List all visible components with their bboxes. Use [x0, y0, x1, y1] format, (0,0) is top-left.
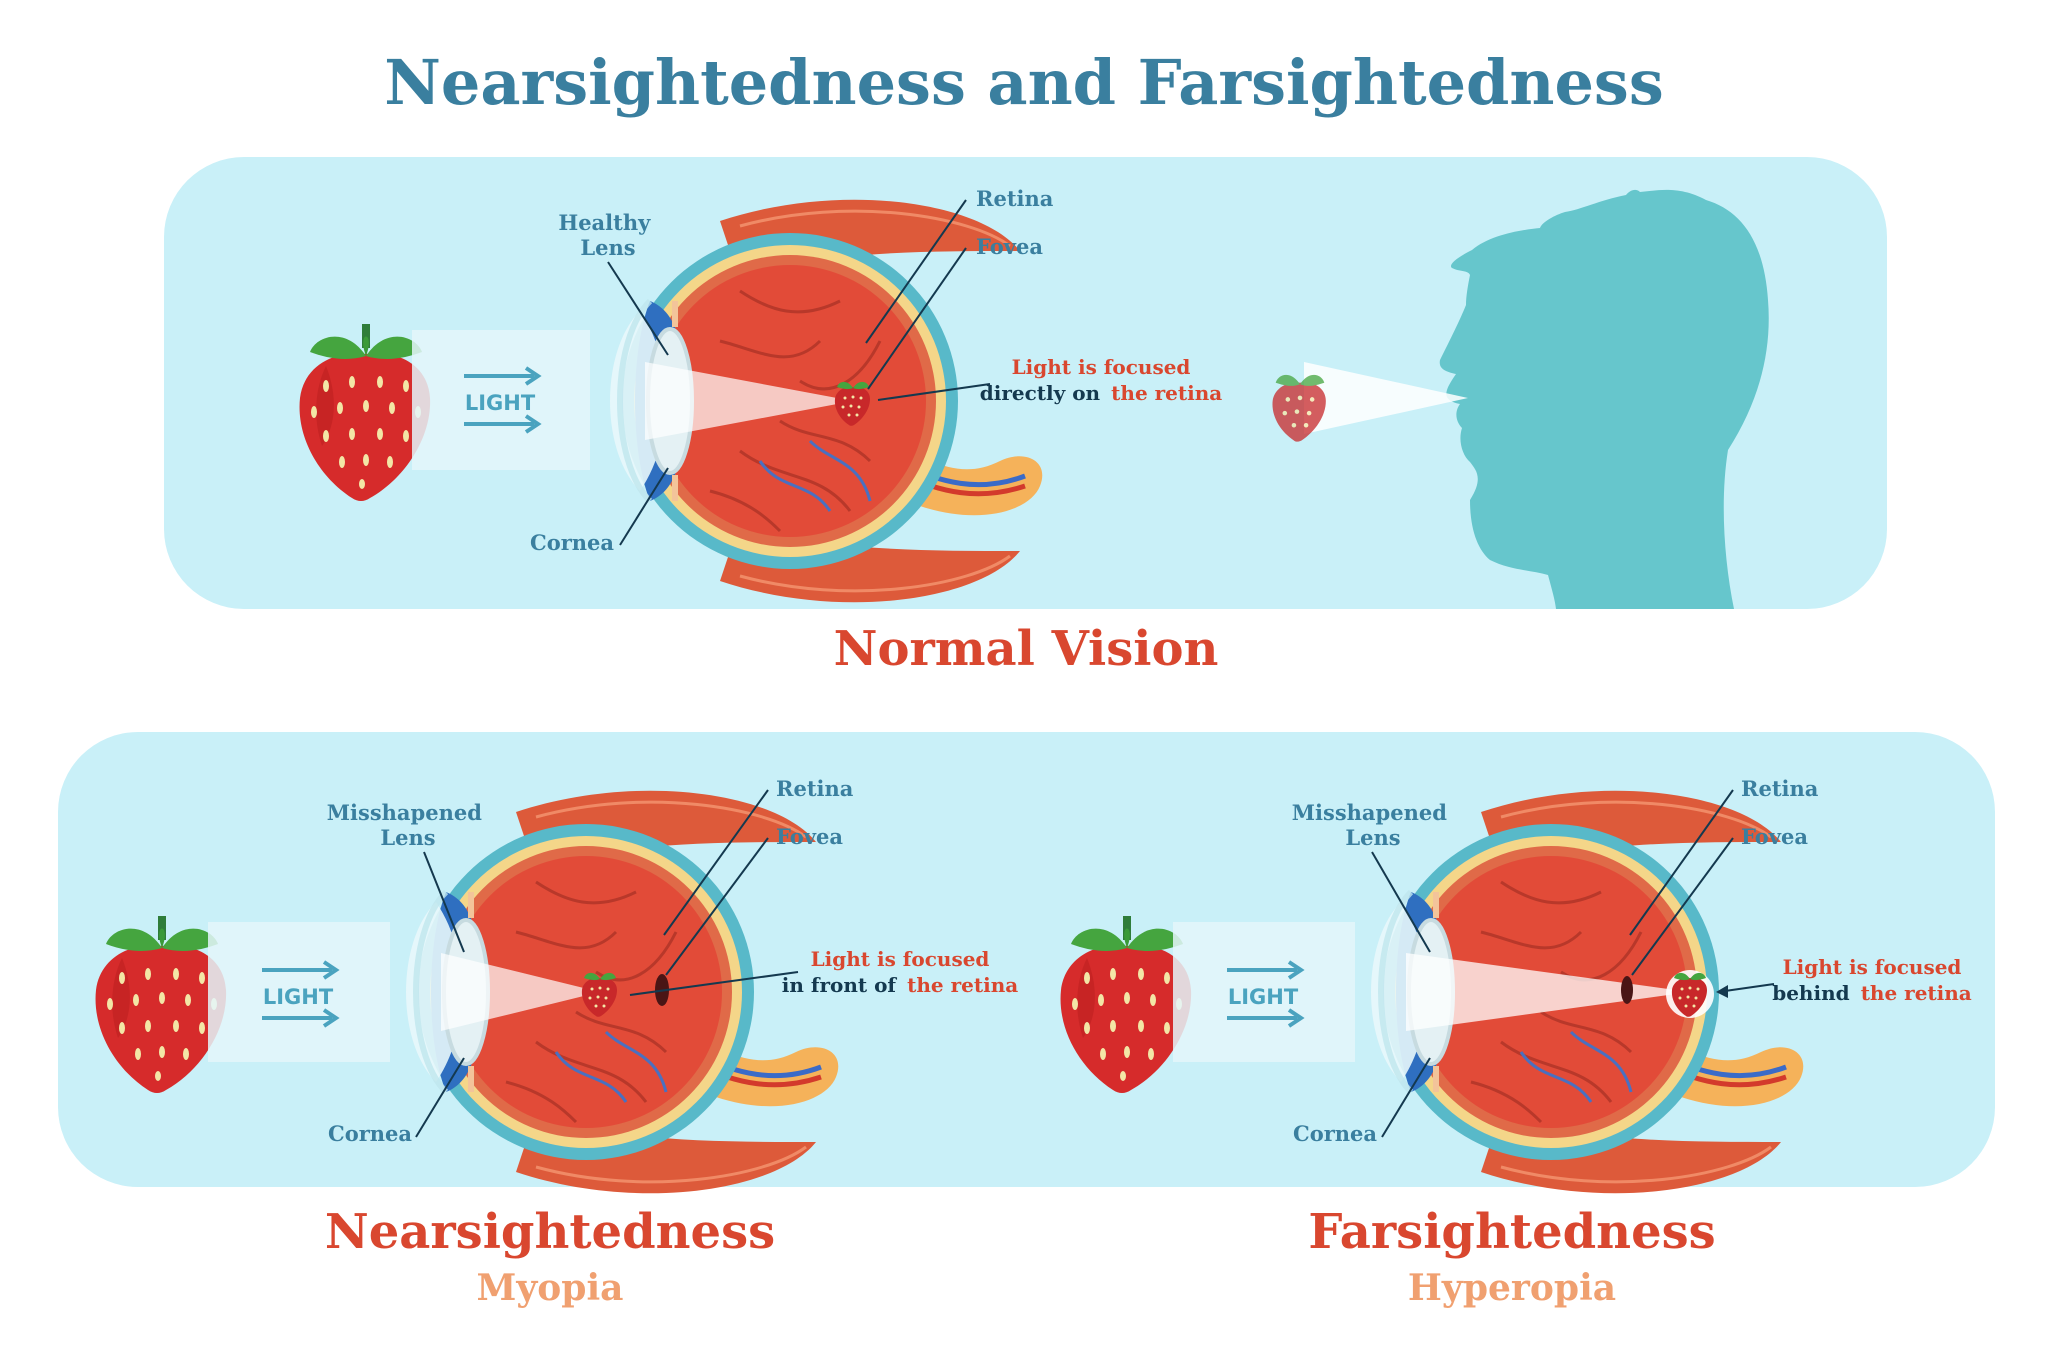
- lens-label-line1: Healthy: [558, 210, 651, 235]
- focus-note-line2: in front of the retina: [782, 973, 1018, 997]
- cornea-label: Cornea: [1293, 1121, 1377, 1146]
- lens-label-line2: Lens: [580, 235, 635, 260]
- light-label: LIGHT: [263, 985, 334, 1009]
- myopia-subheading: Myopia: [477, 1267, 624, 1309]
- focus-note-dark: directly on: [980, 381, 1101, 405]
- focus-note-line2: directly on the retina: [980, 381, 1223, 405]
- sight-cone: [1304, 362, 1468, 434]
- fovea-pointer: [1631, 837, 1734, 976]
- focus-note-dark: behind: [1772, 981, 1849, 1005]
- focus-note-red: the retina: [1111, 381, 1222, 405]
- cornea-label: Cornea: [328, 1121, 412, 1146]
- light-beam: [412, 330, 590, 470]
- lens-label-line1: Misshapened: [327, 800, 482, 825]
- fovea-label: Fovea: [1741, 824, 1808, 849]
- light-label: LIGHT: [465, 391, 536, 415]
- normal-vision-panel: LIGHT Healthy Lens Cornea Retina Fovea L…: [164, 157, 1887, 677]
- retina-label: Retina: [776, 776, 854, 801]
- light-beam: [1173, 922, 1355, 1062]
- myopia-panel: LIGHT Misshapened Lens Cornea Retina Fov…: [95, 776, 1018, 1309]
- hyperopia-subheading: Hyperopia: [1408, 1267, 1616, 1309]
- lens-label-line1: Misshapened: [1292, 800, 1447, 825]
- lens-pointer: [607, 261, 669, 356]
- fovea-pointer: [665, 837, 769, 976]
- main-title: Nearsightedness and Farsightedness: [384, 46, 1664, 119]
- cornea-pointer: [1381, 1057, 1431, 1138]
- myopia-heading: Nearsightedness: [325, 1204, 775, 1260]
- light-label: LIGHT: [1228, 985, 1299, 1009]
- lens-label-line2: Lens: [380, 825, 435, 850]
- hyperopia-panel: LIGHT Misshapened Lens Cornea Retina Fov…: [1060, 776, 1972, 1309]
- focus-note-red: the retina: [907, 973, 1018, 997]
- focus-note-pointer: [877, 383, 991, 401]
- hyperopia-heading: Farsightedness: [1308, 1204, 1715, 1260]
- focus-cone: [1406, 953, 1690, 1031]
- fovea-label: Fovea: [976, 234, 1043, 259]
- lens-label-line2: Lens: [1345, 825, 1400, 850]
- normal-panel-background: [164, 157, 1887, 609]
- face-silhouette: [1439, 189, 1769, 609]
- retina-label: Retina: [976, 186, 1054, 211]
- focus-note-dark: in front of: [782, 973, 898, 997]
- normal-vision-heading: Normal Vision: [834, 621, 1219, 677]
- cornea-pointer: [415, 1057, 465, 1138]
- focus-note-line1: Light is focused: [811, 947, 990, 971]
- lens-label: Healthy Lens: [558, 210, 657, 260]
- focus-note-red: the retina: [1861, 981, 1972, 1005]
- focus-note-arrowhead: [1716, 985, 1728, 998]
- focus-note-line1: Light is focused: [1783, 955, 1962, 979]
- retina-label: Retina: [1741, 776, 1819, 801]
- retina-pointer: [663, 789, 769, 936]
- fovea-spot: [1621, 976, 1633, 1004]
- cornea-pointer: [619, 467, 669, 546]
- focus-cone: [645, 362, 853, 440]
- focus-note-line2: behind the retina: [1772, 981, 1972, 1005]
- retina-pointer: [1629, 789, 1734, 936]
- focus-cone: [441, 953, 600, 1031]
- retina-pointer: [865, 199, 967, 344]
- fovea-label: Fovea: [776, 824, 843, 849]
- light-beam: [208, 922, 390, 1062]
- lens-label: Misshapened Lens: [327, 800, 489, 850]
- focus-note-pointer: [629, 971, 799, 996]
- lens-pointer: [1371, 851, 1431, 953]
- lens-pointer: [423, 851, 465, 953]
- cornea-label: Cornea: [530, 530, 614, 555]
- fovea-pointer: [867, 247, 967, 390]
- focus-note-line1: Light is focused: [1012, 355, 1191, 379]
- lens-label: Misshapened Lens: [1292, 800, 1454, 850]
